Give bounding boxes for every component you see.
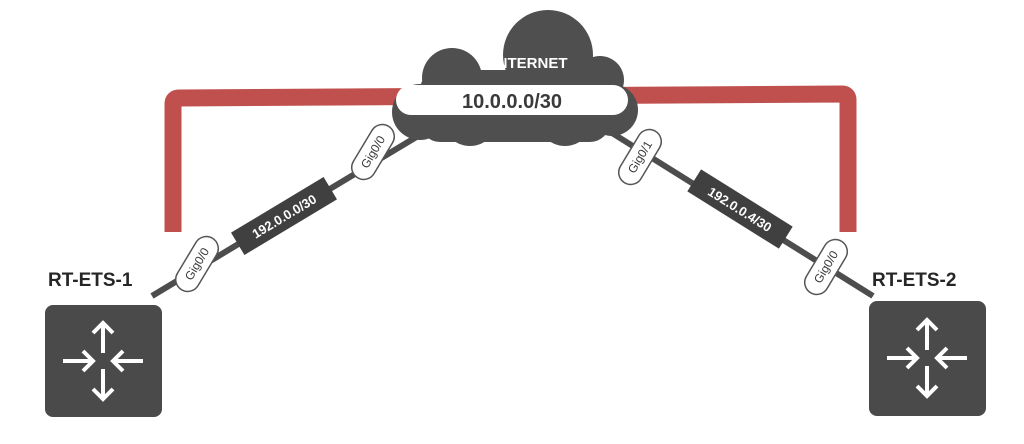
port-badge-left-router: Gig0/0 [174, 235, 220, 293]
port-badge-right-internet: Gig0/1 [617, 128, 663, 186]
router-icon [45, 305, 162, 417]
router-rt-ets-2[interactable] [869, 301, 986, 416]
internet-cloud [392, 10, 638, 146]
router-name-rt-ets-2: RT-ETS-2 [872, 270, 956, 291]
link-right-subnet-badge: 192.0.0.4/30 [687, 169, 793, 249]
internet-label: INTERNET [493, 55, 568, 72]
router-rt-ets-1[interactable] [45, 305, 162, 417]
port-badge-right-router: Gig0/0 [803, 238, 849, 296]
tunnel-subnet-badge [396, 85, 628, 115]
router-name-rt-ets-1: RT-ETS-1 [48, 270, 133, 291]
link-left-subnet-badge: 192.0.0.0/30 [231, 177, 337, 255]
tunnel-subnet-label: 10.0.0.0/30 [462, 91, 562, 113]
router-icon [869, 301, 986, 416]
